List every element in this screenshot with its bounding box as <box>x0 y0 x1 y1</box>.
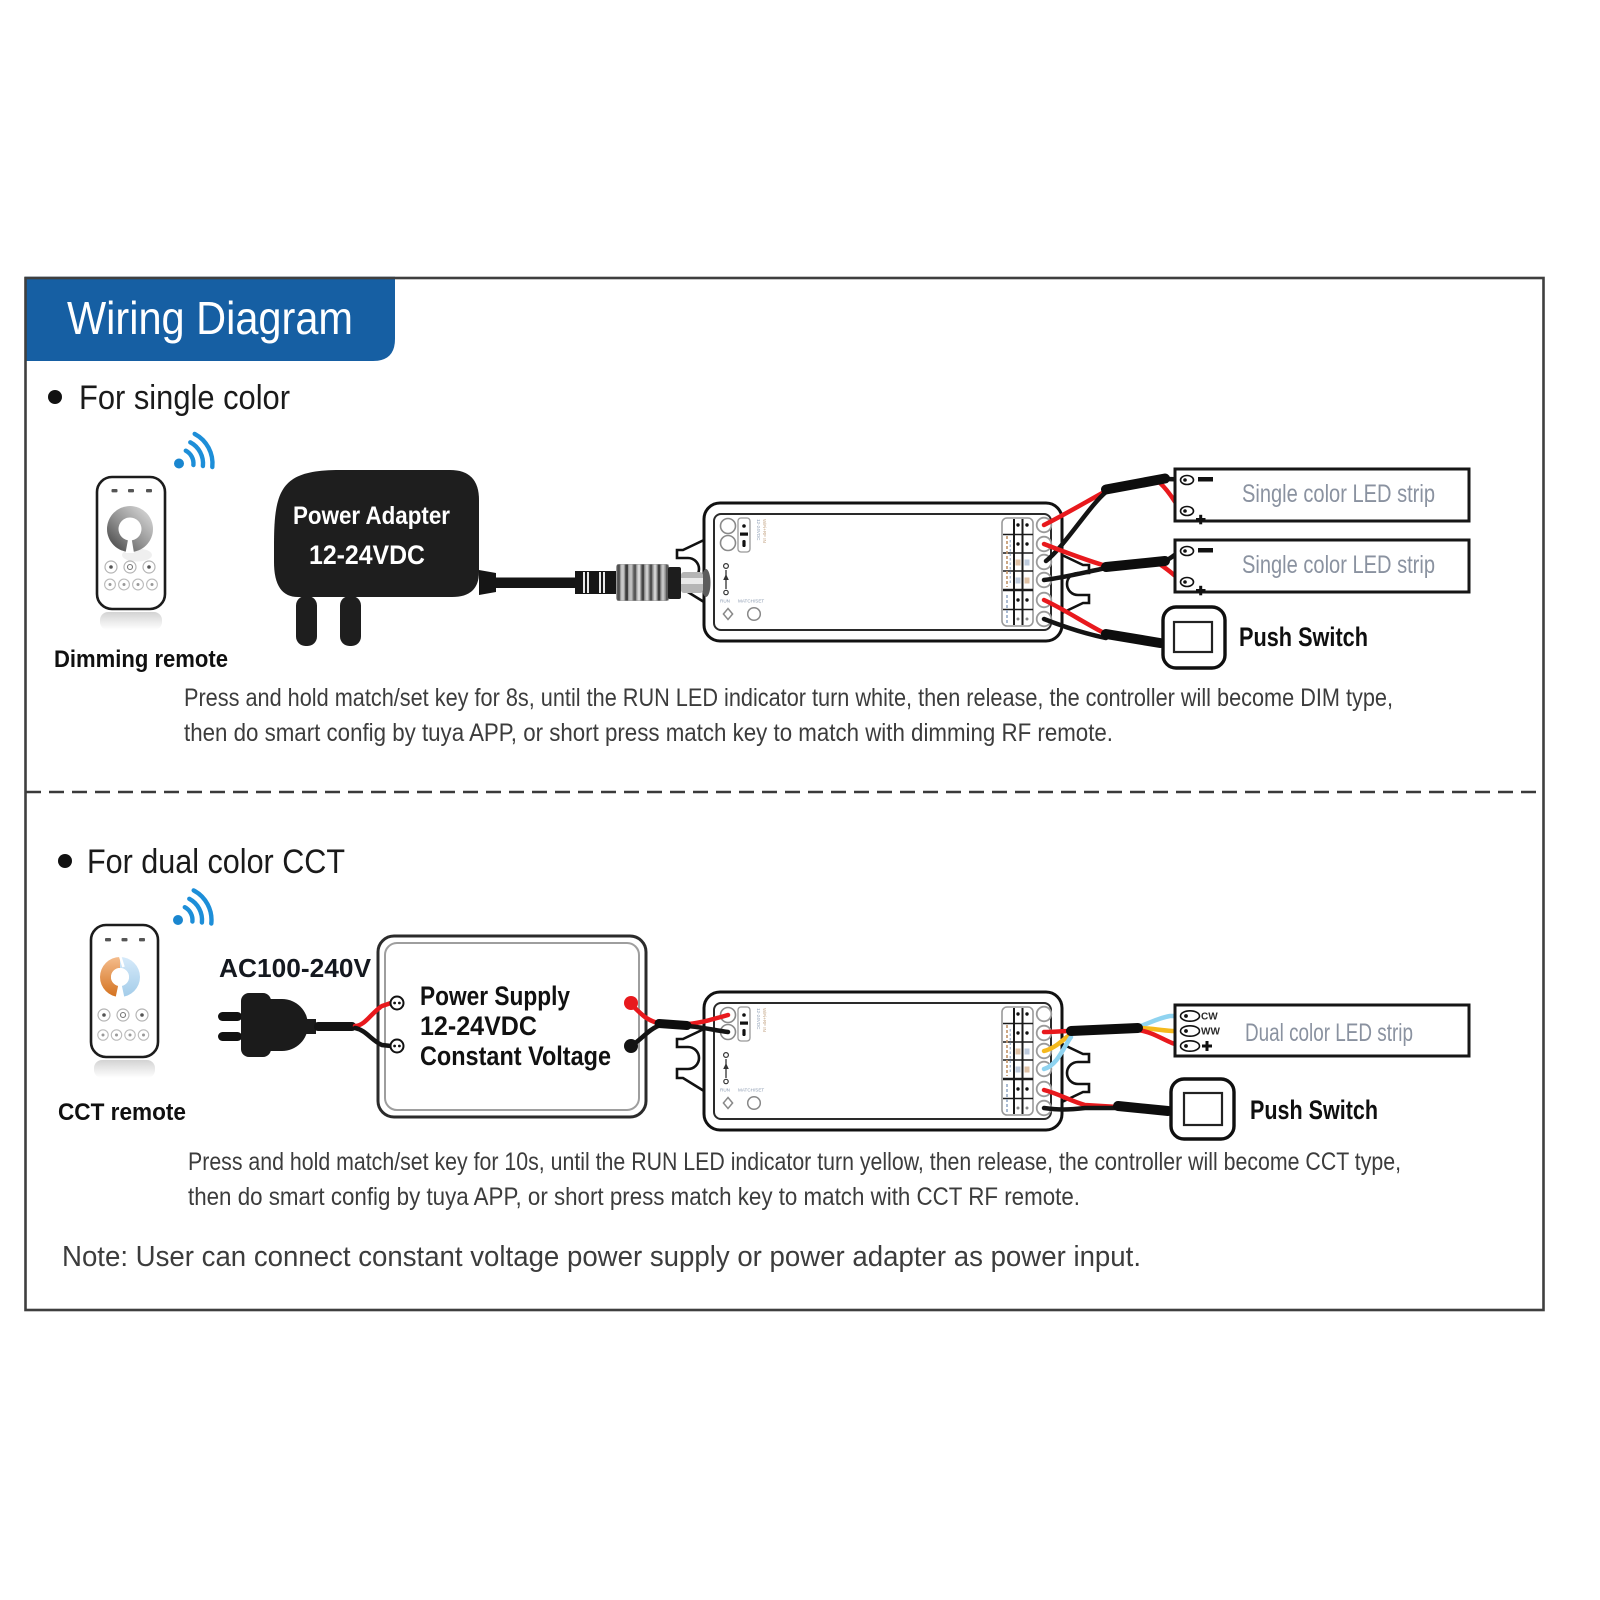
svg-text:Dimming remote: Dimming remote <box>54 646 228 673</box>
svg-text:Dual color LED strip: Dual color LED strip <box>1245 1019 1413 1047</box>
svg-text:12-24VDC: 12-24VDC <box>309 540 425 570</box>
svg-text:Power Adapter: Power Adapter <box>293 502 450 530</box>
svg-text:12-24VDC: 12-24VDC <box>420 1011 537 1041</box>
svg-text:Wiring Diagram: Wiring Diagram <box>67 292 353 344</box>
svg-text:Single color LED strip: Single color LED strip <box>1242 551 1435 579</box>
svg-text:CCT remote: CCT remote <box>58 1099 186 1126</box>
svg-text:Press and hold match/set key f: Press and hold match/set key for 10s, un… <box>188 1148 1401 1176</box>
svg-text:AC100-240V: AC100-240V <box>219 953 372 983</box>
svg-text:then do smart config by tuya A: then do smart config by tuya APP, or sho… <box>184 719 1113 747</box>
svg-text:CW: CW <box>1201 1012 1218 1023</box>
svg-text:For single color: For single color <box>79 379 290 417</box>
svg-text:For dual color CCT: For dual color CCT <box>87 843 345 881</box>
svg-text:WW: WW <box>1201 1027 1220 1038</box>
svg-text:Push Switch: Push Switch <box>1250 1095 1378 1125</box>
svg-text:Note: User can connect constan: Note: User can connect constant voltage … <box>62 1241 1141 1273</box>
svg-text:Press and hold match/set key f: Press and hold match/set key for 8s, unt… <box>184 684 1393 712</box>
svg-text:Push Switch: Push Switch <box>1239 622 1368 652</box>
svg-text:Power Supply: Power Supply <box>420 981 570 1011</box>
svg-text:Single color LED strip: Single color LED strip <box>1242 480 1435 508</box>
svg-text:then do smart config by tuya A: then do smart config by tuya APP, or sho… <box>188 1183 1080 1211</box>
svg-text:Constant Voltage: Constant Voltage <box>420 1041 611 1071</box>
